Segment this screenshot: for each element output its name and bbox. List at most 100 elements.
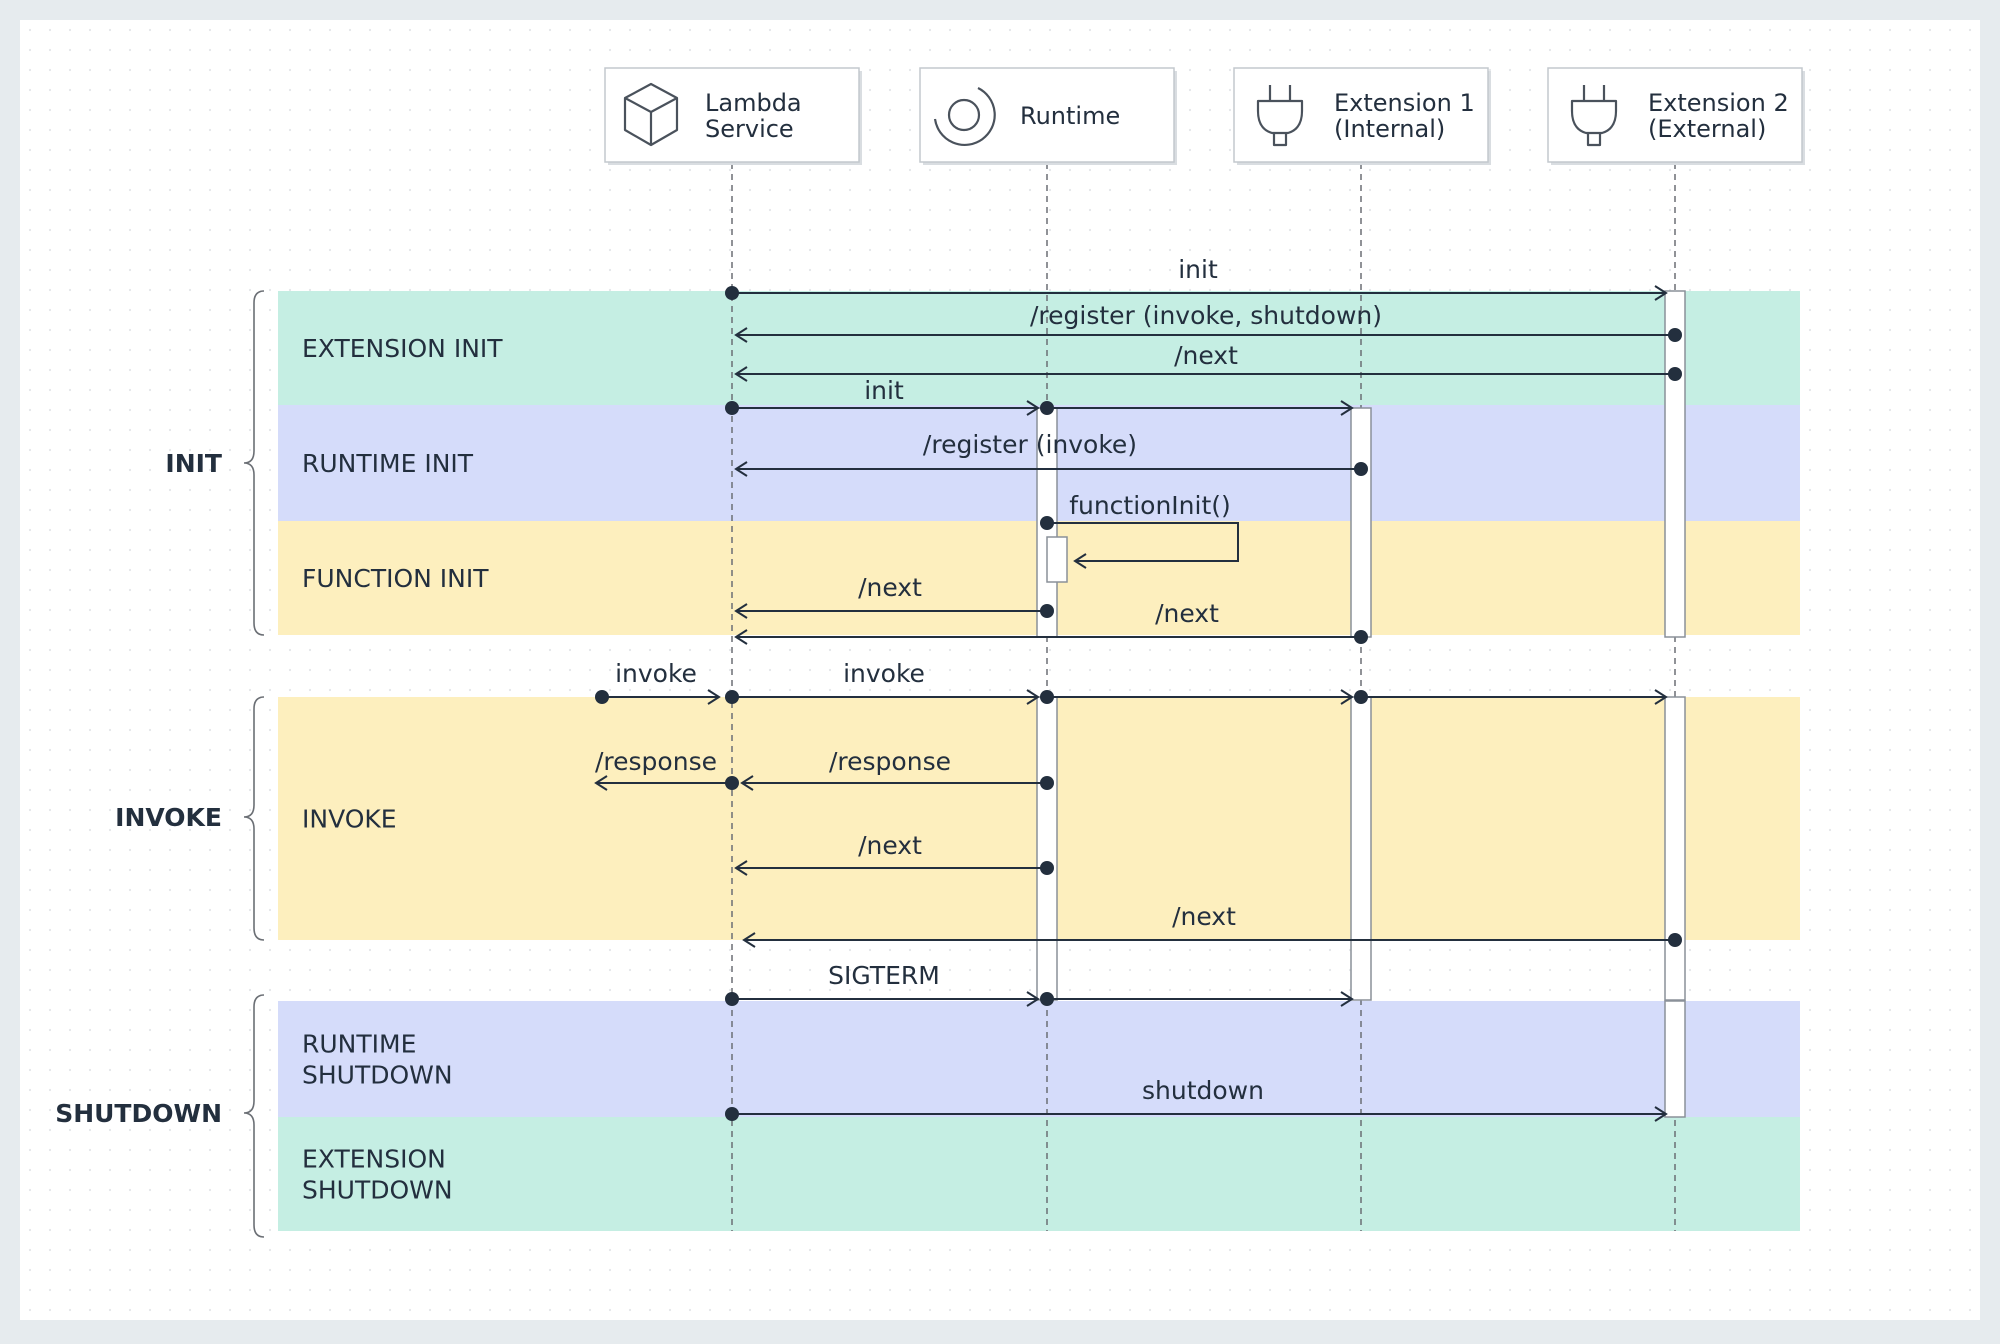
message-origin-dot xyxy=(1040,992,1054,1006)
runtime-ring-icon xyxy=(933,87,996,146)
message-arrowhead xyxy=(594,775,608,791)
band-label-runtime-init: RUNTIME INIT xyxy=(302,449,474,478)
message-15: /next xyxy=(734,831,1054,876)
plug-prongs xyxy=(1582,85,1606,101)
actor-box xyxy=(919,67,1175,163)
message-origin-dot xyxy=(1040,401,1054,415)
message-arrowhead xyxy=(1654,689,1668,705)
plug-icon xyxy=(1256,85,1304,147)
message-arrowhead xyxy=(1026,991,1040,1007)
actor-label: Extension 1 xyxy=(1334,89,1475,117)
plug-body xyxy=(1256,99,1304,135)
band-label-invoke: INVOKE xyxy=(302,805,397,834)
phase-brace xyxy=(243,696,265,941)
message-8: /next xyxy=(734,599,1368,645)
message-origin-dot xyxy=(1040,690,1054,704)
ring-inner-circle xyxy=(947,98,981,132)
message-arrowhead xyxy=(1026,400,1040,416)
cube-edges xyxy=(624,97,678,145)
message-arrowhead xyxy=(742,932,756,948)
message-origin-dot xyxy=(725,286,739,300)
message-origin-dot xyxy=(1040,604,1054,618)
message-label: /next xyxy=(858,831,922,860)
band-label-runtime-shutdown: RUNTIME xyxy=(302,1030,416,1059)
activation-ext2 xyxy=(1664,1000,1686,1118)
message-label: init xyxy=(864,376,904,405)
message-origin-dot xyxy=(725,992,739,1006)
plug-icon xyxy=(1570,85,1618,147)
message-origin-dot xyxy=(1040,516,1054,530)
message-arrowhead xyxy=(740,775,754,791)
actor-label: (Internal) xyxy=(1334,115,1445,143)
message-arrowhead xyxy=(734,603,748,619)
message-label: SIGTERM xyxy=(828,961,940,990)
message-arrowhead xyxy=(734,629,748,645)
plug-body xyxy=(1570,99,1618,135)
message-origin-dot xyxy=(1354,462,1368,476)
message-11 xyxy=(1040,689,1354,705)
message-arrowhead xyxy=(1340,991,1354,1007)
actor-ext2: Extension 2(External) xyxy=(1547,67,1805,165)
actor-label: Runtime xyxy=(1020,102,1120,130)
actor-box xyxy=(604,67,860,163)
message-17: SIGTERM xyxy=(725,961,1040,1007)
phase-brace xyxy=(243,290,265,636)
message-label: invoke xyxy=(615,659,697,688)
message-label: /register (invoke) xyxy=(923,430,1137,459)
message-label: /response xyxy=(829,747,951,776)
activation-ext2 xyxy=(1664,290,1686,638)
message-origin-dot xyxy=(725,1107,739,1121)
message-origin-dot xyxy=(725,776,739,790)
message-0: init xyxy=(725,255,1668,301)
phase-label: INIT xyxy=(165,449,222,478)
phase-invoke: INVOKE xyxy=(115,696,265,941)
message-10: invoke xyxy=(725,659,1040,705)
message-arrowhead xyxy=(1340,400,1354,416)
message-arrowhead xyxy=(1340,689,1354,705)
phase-shutdown: SHUTDOWN xyxy=(55,994,265,1238)
message-9: invoke xyxy=(595,659,721,705)
message-label: shutdown xyxy=(1142,1076,1264,1105)
phase-brace xyxy=(243,994,265,1238)
activation-ext1 xyxy=(1350,696,1372,1001)
message-arrowhead xyxy=(1654,285,1668,301)
message-1: /register (invoke, shutdown) xyxy=(734,301,1682,343)
message-14: /response xyxy=(594,747,739,791)
message-arrowhead xyxy=(734,366,748,382)
message-16: /next xyxy=(742,902,1682,948)
message-label: invoke xyxy=(843,659,925,688)
message-origin-dot xyxy=(1668,367,1682,381)
message-origin-dot xyxy=(1354,690,1368,704)
plug-cord xyxy=(1272,133,1288,147)
message-arrowhead xyxy=(1654,1106,1668,1122)
actor-label: Lambda xyxy=(705,89,802,117)
message-13: /response xyxy=(740,747,1054,791)
message-label: init xyxy=(1178,255,1218,284)
actor-box xyxy=(1233,67,1489,163)
message-origin-dot xyxy=(725,690,739,704)
plug-prongs xyxy=(1268,85,1292,101)
phase-label: SHUTDOWN xyxy=(55,1099,222,1128)
ring-outer-arc xyxy=(933,87,996,146)
activation-runtime xyxy=(1036,696,1058,1001)
message-6: functionInit() xyxy=(1040,491,1239,569)
message-label: /next xyxy=(1172,902,1236,931)
message-5: /register (invoke) xyxy=(734,430,1368,477)
band-runtime-shutdown xyxy=(278,1001,1800,1117)
message-origin-dot xyxy=(1040,861,1054,875)
band-extension-init xyxy=(278,291,1800,405)
plug-cord xyxy=(1586,133,1602,147)
message-arrowhead xyxy=(734,461,748,477)
message-arrowhead xyxy=(707,689,721,705)
message-arrowhead xyxy=(734,327,748,343)
message-origin-dot xyxy=(595,690,609,704)
message-19: shutdown xyxy=(725,1076,1668,1122)
band-label-extension-shutdown: SHUTDOWN xyxy=(302,1176,453,1205)
activation-function-init xyxy=(1046,536,1068,583)
message-arrowhead xyxy=(1073,553,1087,569)
message-origin-dot xyxy=(1354,630,1368,644)
activation-ext1 xyxy=(1350,407,1372,638)
